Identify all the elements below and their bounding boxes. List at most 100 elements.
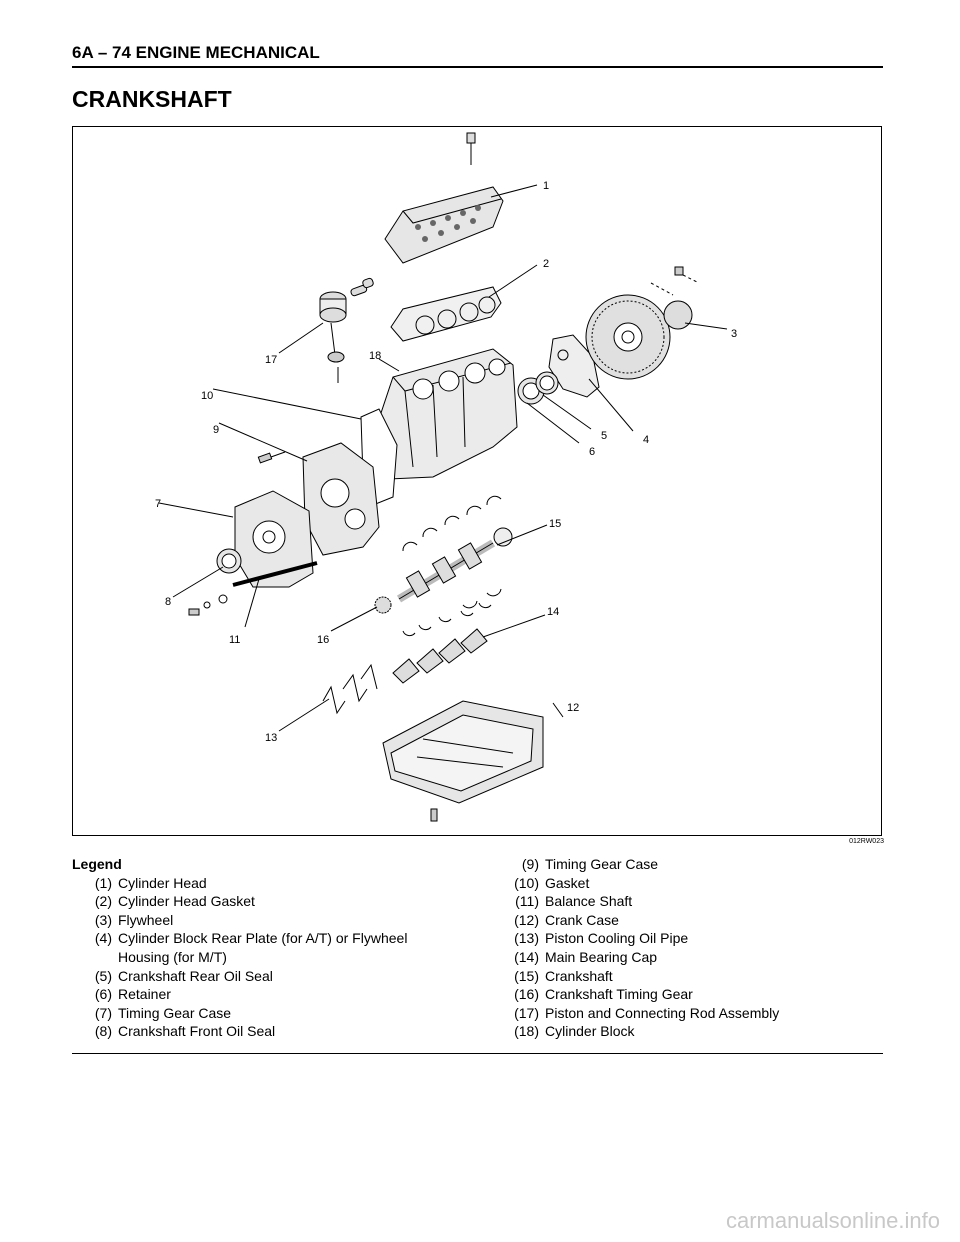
callout-9: 9 [213, 424, 219, 436]
legend-label: Retainer [118, 986, 171, 1003]
lower-bearings [462, 588, 502, 609]
legend-item: (14) Main Bearing Cap [495, 948, 895, 967]
legend-label: Crankshaft [545, 967, 613, 984]
legend-item: (4) Cylinder Block Rear Plate (for A/T) o… [72, 929, 492, 948]
legend-title: Legend [72, 856, 122, 872]
legend-item: (10)Gasket [495, 874, 895, 893]
callout-17: 17 [265, 354, 277, 366]
legend-item: (15) Crankshaft [495, 967, 895, 986]
legend-label: Piston and Connecting Rod Assembly [545, 1004, 780, 1021]
flywheel [585, 266, 700, 380]
callout-12: 12 [567, 702, 579, 714]
crank-case [382, 700, 544, 822]
upper-bearings [402, 495, 502, 552]
legend-num: (7) [94, 1004, 112, 1021]
watermark: carmanualsonline.info [725, 1208, 940, 1233]
legend-item: (8) Crankshaft Front Oil Seal [72, 1022, 492, 1041]
legend-item: (1) Cylinder Head [72, 874, 492, 893]
piston-and-rod [319, 277, 374, 383]
legend-label: Cylinder Block Rear Plate (for A/T) or F… [118, 930, 408, 947]
front-oil-seal [216, 548, 242, 574]
main-bearing-caps [392, 602, 492, 684]
legend-label: Crankshaft Timing Gear [545, 986, 693, 1003]
balance-shaft [232, 561, 318, 587]
exploded-diagram: 1 2 3 4 5 6 7 8 9 10 11 12 13 14 15 16 1… [72, 126, 882, 836]
timing-gear-case-front [234, 490, 314, 588]
callout-16: 16 [317, 634, 329, 646]
engine-exploded-illustration: 1 2 3 4 5 6 7 8 9 10 11 12 13 14 15 16 1… [155, 132, 737, 822]
callout-4: 4 [643, 434, 649, 446]
crankshaft-timing-gear [374, 596, 392, 614]
callout-8: 8 [165, 596, 171, 608]
legend-label: Piston Cooling Oil Pipe [545, 930, 689, 947]
section-title: CRANKSHAFT [72, 86, 232, 112]
legend-num: (4) [94, 930, 112, 947]
legend-label: Cylinder Head Gasket [118, 893, 255, 910]
small-bolts [188, 451, 286, 616]
legend-label: Main Bearing Cap [545, 948, 658, 965]
callout-1: 1 [543, 180, 549, 192]
legend-item: (17) Piston and Connecting Rod Assembly [495, 1004, 895, 1023]
legend-label: Balance Shaft [545, 893, 633, 910]
legend-item: (6) Retainer [72, 985, 492, 1004]
callout-18: 18 [369, 350, 381, 362]
legend-num: (1) [94, 874, 112, 891]
page-header-text: 6A – 74 ENGINE MECHANICAL [72, 43, 320, 62]
legend-label: Crankshaft Front Oil Seal [118, 1023, 276, 1040]
legend-right-column: (9) Timing Gear Case (10)Gasket (11) Balan… [495, 855, 895, 1041]
legend-num: (5) [94, 967, 112, 984]
head-gasket [390, 286, 502, 342]
legend-item: (7) Timing Gear Case [72, 1004, 492, 1023]
page-header: 6A – 74 ENGINE MECHANICAL [72, 40, 883, 68]
rear-seal-retainer [517, 371, 559, 405]
legend-label: Cylinder Block [545, 1023, 635, 1040]
legend-num: (2) [94, 893, 112, 910]
callout-11: 11 [229, 634, 240, 646]
cylinder-block [378, 348, 518, 480]
callout-15: 15 [549, 518, 561, 530]
legend-num: (12) [514, 911, 539, 928]
callout-10: 10 [201, 390, 213, 402]
legend-num: (10) [514, 874, 539, 891]
legend-num: (8) [94, 1023, 112, 1040]
callout-3: 3 [731, 328, 737, 340]
legend-item: (11) Balance Shaft [495, 892, 895, 911]
legend-item: (2) Cylinder Head Gasket [72, 892, 492, 911]
legend-left-column: Legend (1) Cylinder Head (2) Cylinder Head… [72, 855, 492, 1041]
legend-label: Crank Case [545, 911, 619, 928]
legend-num: (16) [514, 986, 539, 1003]
legend-num [72, 948, 118, 967]
legend-label: Flywheel [118, 911, 174, 928]
legend-item: (5) Crankshaft Rear Oil Seal [72, 967, 492, 986]
callout-7: 7 [155, 498, 161, 510]
legend-label: Timing Gear Case [545, 856, 659, 872]
legend-num: (14) [514, 948, 539, 965]
legend-num: (11) [515, 893, 539, 910]
callout-6: 6 [589, 446, 595, 458]
legend-item: (12) Crank Case [495, 911, 895, 930]
legend-num: (15) [514, 967, 539, 984]
legend-num: (17) [514, 1004, 539, 1021]
head-bolt [466, 132, 476, 165]
legend-label: Crankshaft Rear Oil Seal [118, 967, 273, 984]
legend-item: (18) Cylinder Block [495, 1022, 895, 1041]
leader-lines [158, 184, 728, 732]
legend-label: Cylinder Head [118, 874, 207, 891]
footer-divider [72, 1053, 883, 1054]
legend-num: (9) [521, 856, 539, 872]
legend-label: Timing Gear Case [118, 1004, 232, 1021]
legend-num: (6) [94, 986, 112, 1003]
timing-gear-case-rear [302, 442, 380, 556]
callout-14: 14 [547, 606, 559, 618]
callout-2: 2 [543, 258, 549, 270]
legend-item: (13)Piston Cooling Oil Pipe [495, 929, 895, 948]
legend-label: Housing (for M/T) [118, 948, 227, 965]
oil-cooling-pipes [322, 663, 378, 715]
legend-item: Housing (for M/T) [72, 948, 492, 967]
legend-item: (9) Timing Gear Case [495, 855, 895, 874]
legend-item: (3) Flywheel [72, 911, 492, 930]
callout-13: 13 [265, 732, 277, 744]
legend-num: (3) [94, 911, 112, 928]
legend-num: (18) [514, 1023, 539, 1040]
cylinder-head [384, 186, 504, 264]
